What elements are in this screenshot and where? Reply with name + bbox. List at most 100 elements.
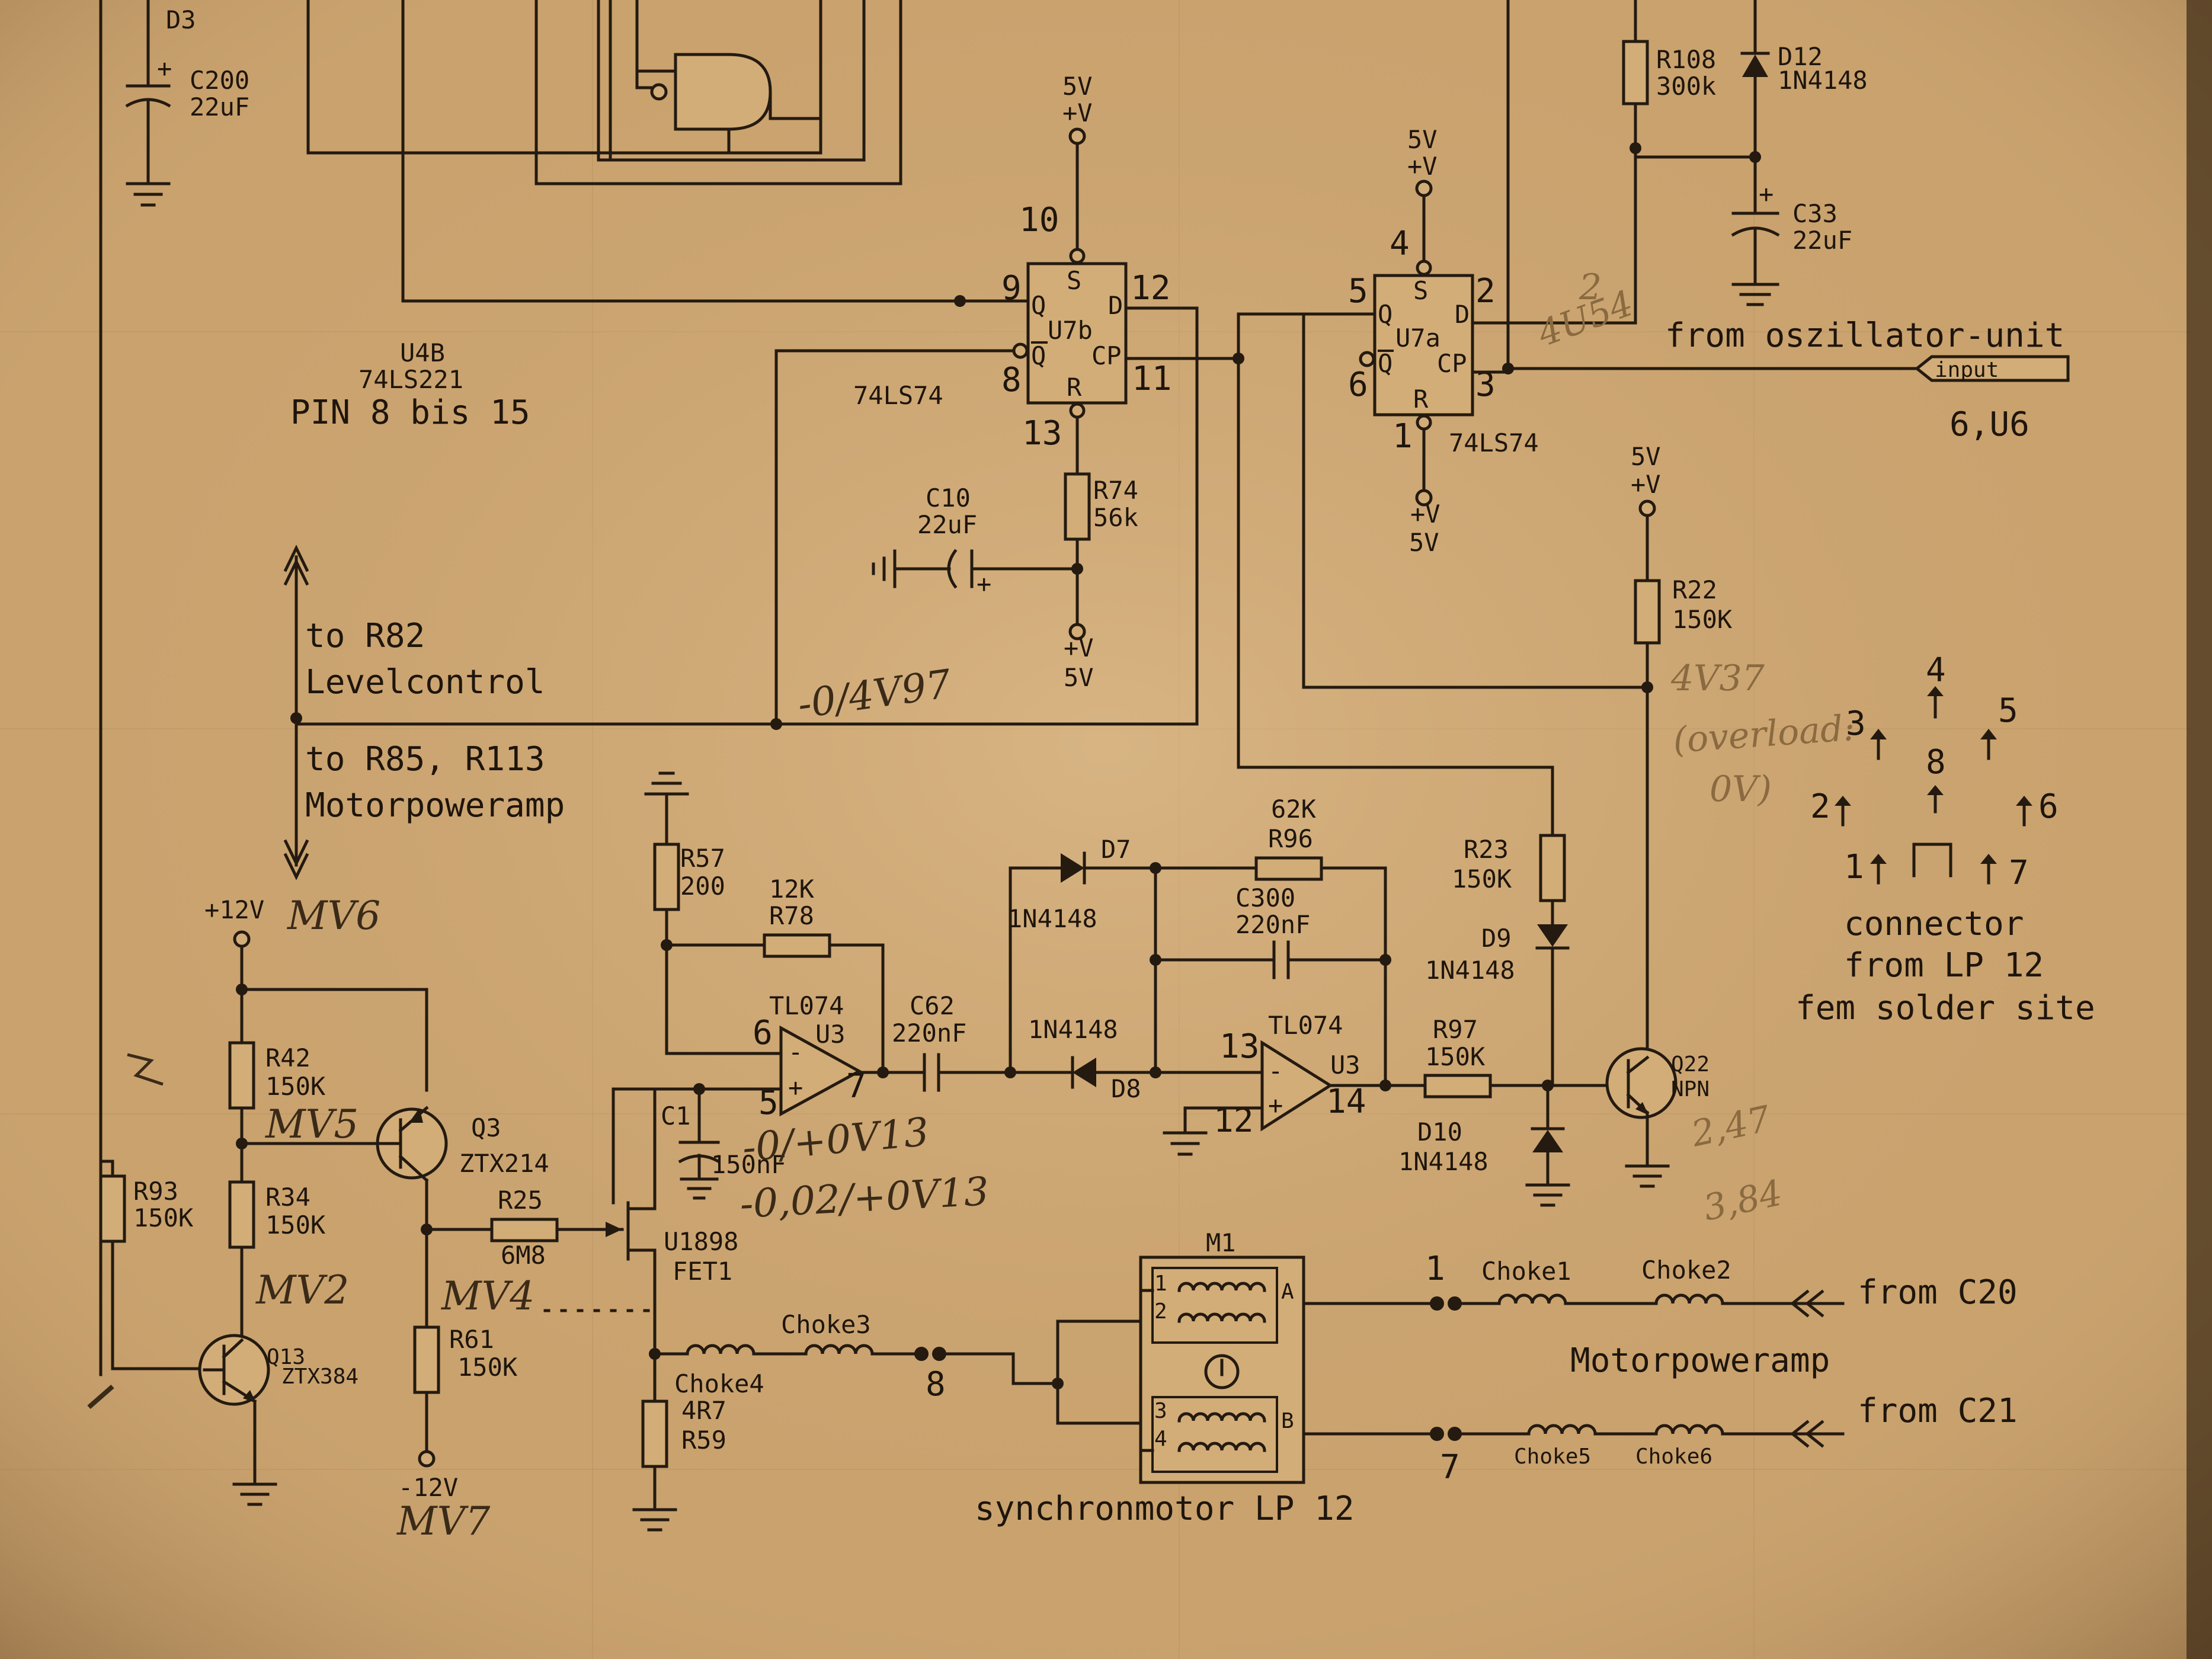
pencil-scribble (127, 1053, 164, 1086)
svg-text:FET1: FET1 (673, 1257, 732, 1286)
svg-text:8: 8 (1001, 361, 1022, 399)
svg-text:ZTX384: ZTX384 (281, 1365, 358, 1389)
u4b-name: U4B (400, 338, 445, 367)
svg-text:7: 7 (2009, 854, 2029, 892)
connector-label-3: fem solder site (1795, 989, 2095, 1027)
svg-text:Q13: Q13 (267, 1345, 305, 1369)
svg-text:Choke3: Choke3 (781, 1310, 871, 1339)
svg-text:+V: +V (1407, 152, 1438, 181)
input-ref: 6,U6 (1949, 405, 2029, 444)
svg-text:4R7: 4R7 (681, 1396, 726, 1425)
svg-text:D12: D12 (1778, 42, 1823, 71)
svg-text:Q: Q (1378, 349, 1392, 378)
r34 (228, 1180, 255, 1249)
svg-text:-12V: -12V (398, 1473, 458, 1502)
svg-text:+: + (977, 569, 991, 598)
u7b-name: U7b (1048, 316, 1093, 345)
u7a-d-num-note: 2 (1579, 267, 1602, 308)
svg-text:TL074: TL074 (769, 991, 844, 1020)
connector-pin-7: 7 (1980, 854, 2029, 892)
svg-text:3: 3 (1846, 704, 1866, 743)
u4b-type: 74LS221 (358, 365, 463, 394)
u7b-type: 74LS74 (853, 381, 943, 410)
choke5 (1527, 1424, 1597, 1436)
svg-text:5: 5 (1348, 272, 1368, 310)
svg-text:3: 3 (1154, 1399, 1167, 1423)
d10 (1532, 1130, 1563, 1152)
svg-text:CP: CP (1437, 349, 1467, 378)
svg-text:R96: R96 (1268, 824, 1313, 853)
svg-text:12K: 12K (769, 875, 815, 904)
svg-text:R57: R57 (680, 844, 725, 873)
r78 (763, 933, 831, 958)
svg-text:D: D (1455, 300, 1470, 329)
u7b-box (1026, 262, 1128, 405)
motorpoweramp-to-label: Motorpoweramp (305, 786, 565, 825)
svg-text:R78: R78 (769, 901, 814, 930)
svg-text:62K: 62K (1271, 795, 1317, 824)
svg-text:Q: Q (1031, 291, 1046, 320)
svg-text:150K: 150K (1425, 1042, 1486, 1071)
svg-text:220nF: 220nF (892, 1019, 966, 1048)
svg-text:22uF: 22uF (1792, 226, 1852, 255)
svg-text:2: 2 (1810, 787, 1830, 826)
svg-text:1: 1 (1425, 1250, 1445, 1288)
u4b-pins: PIN 8 bis 15 (290, 393, 530, 432)
input-tag (1914, 355, 2070, 382)
u3-opamp-1 (779, 1025, 863, 1117)
svg-text:B: B (1281, 1409, 1294, 1433)
left-transistor-section: +12V R42 150K R34 150K R93 150K Q13 ZT (99, 895, 738, 1506)
svg-text:R97: R97 (1433, 1015, 1478, 1044)
c200-label: C200 (190, 66, 249, 95)
svg-text:R22: R22 (1672, 575, 1717, 604)
svg-text:+V: +V (1410, 499, 1440, 529)
connector-pin-5: 5 (1980, 691, 2018, 760)
c200-value: 22uF (190, 92, 249, 121)
svg-text:R108: R108 (1656, 45, 1716, 74)
svg-text:A: A (1281, 1280, 1294, 1304)
choke1 (1497, 1293, 1567, 1305)
svg-text:300k: 300k (1656, 72, 1716, 101)
svg-text:22uF: 22uF (917, 510, 977, 539)
svg-text:1N4148: 1N4148 (1028, 1015, 1118, 1044)
r22-level-note: 4V37 (1670, 658, 1765, 699)
r61 (413, 1325, 440, 1394)
d8 (1073, 1058, 1096, 1087)
svg-text:D10: D10 (1417, 1117, 1462, 1146)
svg-text:D8: D8 (1111, 1074, 1141, 1103)
r96 (1254, 856, 1323, 881)
svg-text:150K: 150K (1672, 605, 1733, 634)
svg-text:Q3: Q3 (471, 1113, 501, 1142)
svg-text:+V: +V (1062, 98, 1093, 127)
svg-text:R: R (1413, 385, 1429, 414)
svg-text:150K: 150K (1452, 864, 1512, 893)
connector-lp12: 4 3 5 8 2 6 1 (1795, 651, 2095, 1027)
svg-text:R93: R93 (133, 1177, 178, 1206)
svg-text:1: 1 (1154, 1272, 1167, 1296)
svg-text:R74: R74 (1093, 476, 1138, 505)
u7b-flipflop: S Q D U7b Q CP R 10 9 12 8 11 13 74LS74 … (294, 72, 1240, 726)
svg-text:1N4148: 1N4148 (1778, 66, 1868, 95)
connector-label-2: from LP 12 (1844, 946, 2044, 985)
svg-text:D7: D7 (1101, 835, 1131, 864)
svg-text:NPN: NPN (1671, 1077, 1710, 1101)
svg-text:4: 4 (1154, 1427, 1167, 1451)
mv4-note: MV4 (441, 1273, 534, 1319)
svg-text:7: 7 (1440, 1448, 1460, 1487)
d3-label: D3 (166, 5, 196, 34)
svg-text:C62: C62 (910, 991, 955, 1020)
opamp1-section: R57 200 12K R78 - + TL074 U3 6 5 7 C62 2… (612, 771, 1012, 1205)
svg-text:D9: D9 (1481, 924, 1512, 953)
svg-text:U3: U3 (815, 1020, 846, 1049)
svg-text:Q: Q (1031, 341, 1046, 370)
svg-text:R23: R23 (1464, 835, 1509, 864)
u7a-type: 74LS74 (1449, 428, 1539, 457)
bus-arrows-left: to R82 Levelcontrol to R85, R113 Motorpo… (283, 545, 782, 880)
r23 (1539, 834, 1566, 902)
svg-text:+V: +V (1064, 633, 1094, 662)
svg-text:150K: 150K (133, 1203, 194, 1232)
choke6 (1654, 1424, 1724, 1436)
levelcontrol-label: Levelcontrol (305, 663, 545, 702)
svg-text:S: S (1067, 266, 1081, 295)
